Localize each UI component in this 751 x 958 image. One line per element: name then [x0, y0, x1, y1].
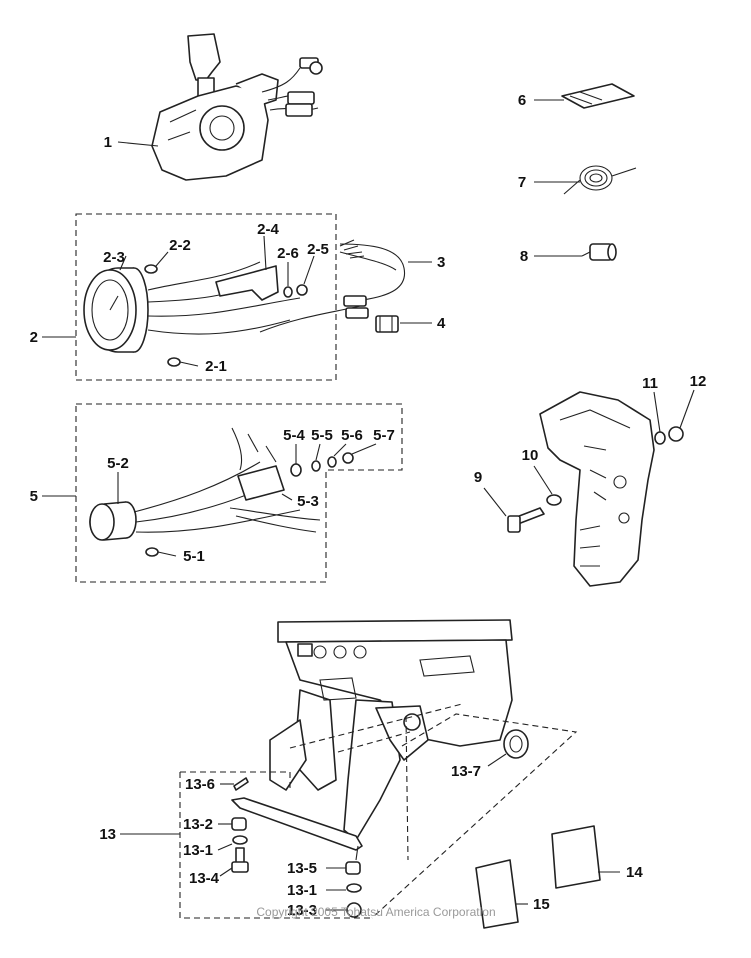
bolt-13-4	[231, 847, 249, 873]
callout-5-3: 5-3	[297, 493, 319, 510]
washer-13-1a	[232, 835, 248, 845]
leader-2-4	[263, 235, 267, 271]
callout-2-2: 2-2	[169, 237, 191, 254]
callout-4: 4	[437, 315, 446, 332]
knob-13-7	[503, 729, 529, 759]
callout-13: 13	[99, 826, 116, 843]
connector-4	[375, 315, 399, 333]
washer-10	[546, 494, 562, 506]
callout-1: 1	[104, 134, 112, 151]
group-2-boundary	[75, 213, 337, 381]
callout-13-5: 13-5	[287, 860, 317, 877]
washer-5-5	[311, 460, 321, 472]
callout-8: 8	[520, 248, 528, 265]
spring-7	[563, 165, 637, 195]
callout-12: 12	[690, 373, 707, 390]
callout-11: 11	[642, 375, 658, 392]
leader-2-3	[119, 255, 127, 271]
lamp-2-1	[167, 357, 181, 367]
tilt-rod	[231, 797, 363, 861]
remote-control-box	[151, 33, 323, 181]
callout-5-4: 5-4	[283, 427, 305, 444]
nut-5-7	[342, 452, 354, 464]
callout-2-4: 2-4	[257, 221, 279, 238]
copyright-watermark: Copyright 2005 Tohatsu America Corporati…	[256, 905, 495, 919]
callout-13-4: 13-4	[189, 870, 220, 887]
callout-2-6: 2-6	[277, 245, 299, 262]
nut-13-3	[346, 902, 362, 918]
trim-meter	[89, 427, 321, 541]
callout-2-1: 2-1	[205, 358, 227, 375]
decal-14	[551, 825, 601, 889]
group-5-boundary	[75, 403, 403, 583]
callout-5-6: 5-6	[341, 427, 363, 444]
collar-13-5	[345, 861, 361, 875]
callout-6: 6	[518, 92, 526, 109]
washer-11	[654, 431, 666, 445]
callout-9: 9	[474, 469, 482, 486]
callout-5-7: 5-7	[373, 427, 395, 444]
plate-6	[561, 83, 635, 109]
engine-housing	[277, 619, 513, 747]
leader-2-2	[155, 251, 169, 267]
callout-15: 15	[533, 896, 550, 913]
lamp-2-2	[144, 264, 158, 274]
group-13-boundary-right	[371, 713, 578, 919]
collar-13-2	[231, 817, 247, 831]
decal-15	[475, 859, 519, 929]
washer-13-1b	[346, 883, 362, 893]
pin-13-6	[233, 777, 249, 791]
callout-2-3: 2-3	[103, 249, 125, 266]
transom-bracket	[539, 391, 655, 587]
callout-13-2: 13-2	[183, 816, 213, 833]
callout-5-1: 5-1	[183, 548, 205, 565]
tachometer	[83, 261, 301, 353]
callout-2-5: 2-5	[307, 241, 329, 258]
callout-13-3: 13-3	[287, 902, 317, 919]
leader-1	[117, 141, 159, 147]
washer-2-6	[283, 286, 293, 298]
tilt-handles	[269, 677, 429, 841]
washer-5-4	[290, 463, 302, 477]
washer-5-6	[327, 456, 337, 468]
callout-13-6: 13-6	[185, 776, 215, 793]
callout-13-1-left: 13-1	[183, 842, 213, 859]
group-13-boundary-left	[179, 771, 372, 919]
bolt-9	[507, 507, 545, 533]
fuse-8	[581, 243, 617, 261]
callout-2: 2	[30, 329, 38, 346]
nut-12	[668, 426, 684, 442]
nut-2-5	[296, 284, 308, 296]
callout-5-5: 5-5	[311, 427, 333, 444]
harness-3	[259, 239, 406, 333]
lamp-5-1	[145, 547, 159, 557]
callout-14: 14	[626, 864, 643, 881]
callout-10: 10	[522, 447, 539, 464]
callout-13-1-right: 13-1	[287, 882, 317, 899]
callout-5-2: 5-2	[107, 455, 129, 472]
callout-3: 3	[437, 254, 445, 271]
callout-5: 5	[30, 488, 38, 505]
callout-7: 7	[518, 174, 526, 191]
callout-13-7: 13-7	[451, 763, 481, 780]
